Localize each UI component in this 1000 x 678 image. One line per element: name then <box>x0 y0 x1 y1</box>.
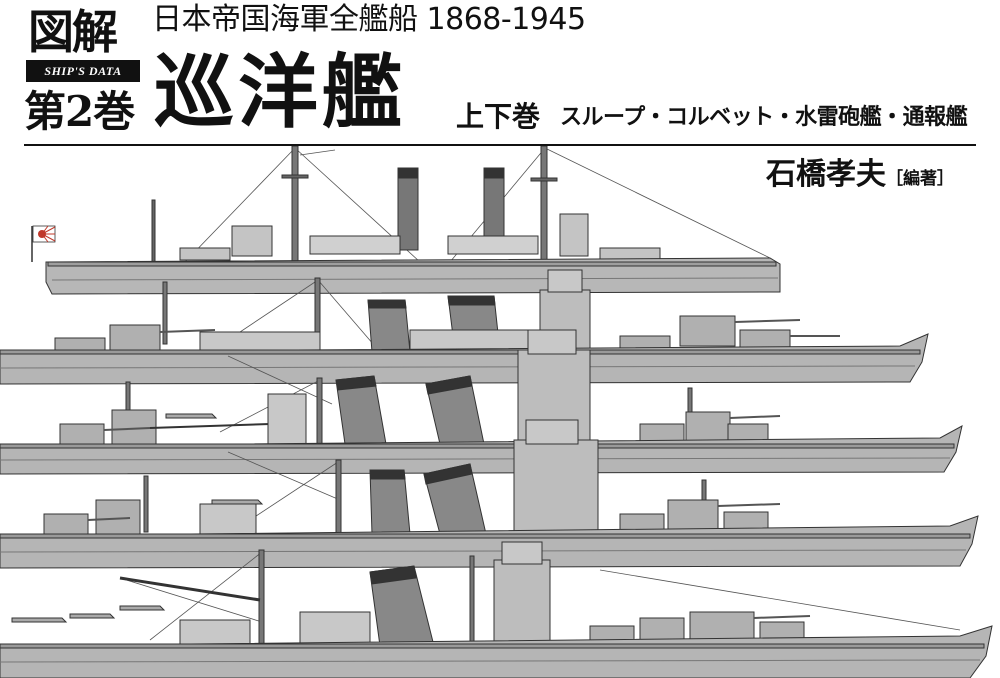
author-line: 石橋孝夫［編著］ <box>766 156 954 198</box>
ship-4-heavy-cruiser <box>0 419 979 569</box>
ship-1-protected-cruiser <box>45 145 781 295</box>
book-title: 巡洋艦 <box>154 45 406 139</box>
series-title: 日本帝国海軍全艦船 1868-1945 <box>152 2 586 37</box>
author-role: ［編著］ <box>886 169 954 189</box>
naval-ensign-icon <box>31 225 56 262</box>
badge-label: SHIP'S DATA <box>26 60 140 82</box>
ship-5-heavy-cruiser <box>0 541 993 678</box>
volume-number: 第2巻 <box>24 87 135 136</box>
title-divider <box>24 144 976 146</box>
sub-volume-label: 上下巻 <box>456 100 541 133</box>
ship-3-heavy-cruiser <box>0 329 963 475</box>
badge-title: 図解 <box>28 5 118 59</box>
ship-2-light-cruiser <box>0 269 929 385</box>
author-name: 石橋孝夫 <box>766 157 886 192</box>
book-subtitle: スループ・コルベット・水雷砲艦・通報艦 <box>560 105 968 130</box>
